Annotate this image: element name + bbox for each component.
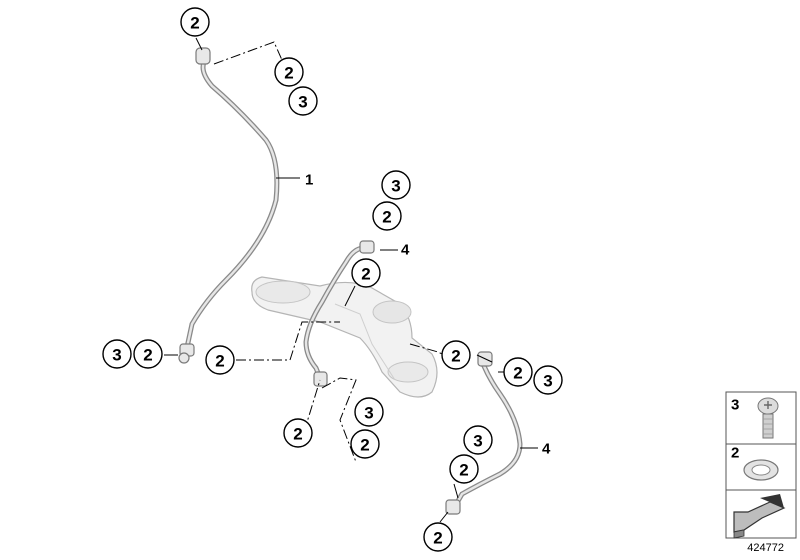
- callout-10[interactable]: 2: [441, 340, 471, 370]
- brake-hose-center: [303, 240, 375, 387]
- callout-08-text: 2: [143, 346, 152, 365]
- leader-lines: [164, 37, 538, 523]
- legend-screw-number: 3: [731, 397, 739, 414]
- assembly-symbol-icon: [733, 494, 786, 539]
- callout-15[interactable]: 2: [350, 429, 380, 459]
- brake-hose-1: [178, 47, 280, 364]
- callout-03-text: 3: [298, 93, 307, 112]
- part-label-4-lower: 4: [542, 441, 551, 458]
- callout-03[interactable]: 3: [288, 86, 318, 116]
- callout-02[interactable]: 2: [274, 57, 304, 87]
- callout-04[interactable]: 3: [381, 170, 411, 200]
- legend-panel: 3 2: [725, 391, 797, 539]
- callout-11[interactable]: 2: [503, 357, 533, 387]
- callout-05-text: 2: [382, 208, 391, 227]
- callout-13-text: 2: [293, 425, 302, 444]
- callout-09[interactable]: 2: [205, 345, 235, 375]
- callout-14[interactable]: 3: [354, 397, 384, 427]
- callout-12[interactable]: 3: [533, 365, 563, 395]
- callout-05[interactable]: 2: [372, 201, 402, 231]
- brake-hose-4: [445, 351, 523, 515]
- callout-10-text: 2: [451, 347, 460, 366]
- callout-06-text: 2: [361, 265, 370, 284]
- diagram-number: 424772: [747, 542, 784, 554]
- callout-16-text: 3: [473, 432, 482, 451]
- banjo-screw-icon: [757, 397, 779, 439]
- callout-15-text: 2: [360, 436, 369, 455]
- callout-07[interactable]: 3: [102, 339, 132, 369]
- legend-washer-number: 2: [731, 445, 739, 462]
- callout-09-text: 2: [215, 352, 224, 371]
- callout-18-text: 2: [433, 529, 442, 548]
- callout-07-text: 3: [112, 346, 121, 365]
- triple-clamp: [251, 276, 438, 398]
- callout-17-text: 2: [459, 461, 468, 480]
- callout-01-text: 2: [190, 14, 199, 33]
- callout-02-text: 2: [284, 64, 293, 83]
- part-label-1: 1: [305, 172, 313, 189]
- callout-12-text: 3: [543, 372, 552, 391]
- sealing-washer-icon: [743, 459, 779, 481]
- part-label-4-upper: 4: [401, 242, 410, 259]
- callout-01[interactable]: 2: [180, 7, 210, 37]
- callout-11-text: 2: [513, 364, 522, 383]
- callout-08[interactable]: 2: [133, 339, 163, 369]
- callout-16[interactable]: 3: [463, 425, 493, 455]
- callout-13[interactable]: 2: [283, 418, 313, 448]
- callout-14-text: 3: [364, 404, 373, 423]
- callout-04-text: 3: [391, 177, 400, 196]
- callout-18[interactable]: 2: [423, 522, 453, 552]
- callout-17[interactable]: 2: [449, 454, 479, 484]
- callout-06[interactable]: 2: [351, 258, 381, 288]
